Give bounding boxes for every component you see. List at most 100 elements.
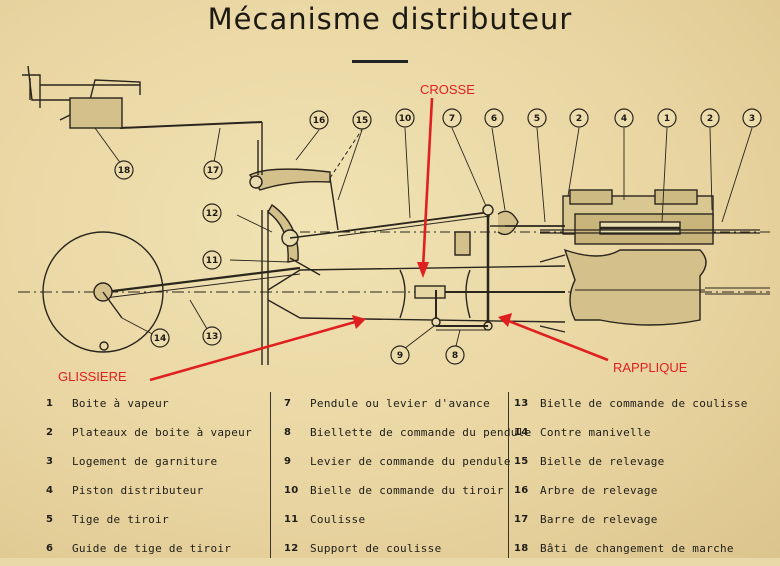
svg-text:11: 11: [206, 256, 219, 266]
crosshead-slide: [299, 254, 566, 333]
legend-text: Tige de tiroir: [72, 513, 169, 526]
svg-text:1: 1: [664, 114, 670, 124]
legend-item: 8 Biellette de commande du pendule: [284, 421, 534, 450]
crosse-label: CROSSE: [420, 82, 475, 97]
legend-text: Contre manivelle: [540, 426, 651, 439]
callout-13: 13: [202, 326, 222, 346]
legend-item: 6 Guide de tige de tiroir: [46, 537, 296, 566]
callout-2: 2: [700, 108, 720, 128]
callout-1: 1: [657, 108, 677, 128]
steam-chest: [540, 189, 770, 326]
svg-text:15: 15: [356, 116, 369, 126]
legend-number: 5: [46, 514, 54, 525]
valve-rod: [337, 211, 491, 233]
callout-14: 14: [150, 328, 170, 348]
legend-number: 7: [284, 398, 292, 409]
svg-text:16: 16: [313, 116, 326, 126]
legend-number: 6: [46, 543, 54, 554]
legend-text: Bielle de relevage: [540, 455, 665, 468]
legend-number: 1: [46, 398, 54, 409]
legend-text: Logement de garniture: [72, 455, 218, 468]
legend-divider-1: [270, 392, 271, 558]
mechanism-linework: [18, 65, 770, 365]
legend-item: 9 Levier de commande du pendule: [284, 450, 534, 479]
svg-text:4: 4: [621, 114, 627, 124]
legend-column-1: 1 Boite à vapeur 2 Plateaux de boite à vap…: [46, 392, 296, 566]
legend-number: 14: [514, 427, 529, 438]
legend-text: Barre de relevage: [540, 513, 658, 526]
legend-number: 4: [46, 485, 54, 496]
legend-text: Plateaux de boite à vapeur: [72, 426, 252, 439]
legend-number: 9: [284, 456, 292, 467]
expansion-link: [267, 203, 339, 276]
legend-item: 18 Bâti de changement de marche: [514, 537, 764, 566]
support-bracket: [261, 210, 269, 365]
glissiere-arrow: [149, 320, 356, 382]
legend-number: 16: [514, 485, 529, 496]
callout-9: 9: [390, 345, 410, 365]
lifting-shaft: [248, 140, 339, 231]
legend-item: 16 Arbre de relevage: [514, 479, 764, 508]
callout-7: 7: [442, 108, 462, 128]
crosse-arrow: [421, 97, 434, 269]
red-annotations: CROSSE GLISSIERE RAPPLIQUE: [58, 82, 688, 384]
legend-text: Levier de commande du pendule: [310, 455, 511, 468]
legend-number: 15: [514, 456, 529, 467]
callout-16: 16: [309, 110, 329, 130]
title-underline: [352, 60, 408, 63]
legend-number: 8: [284, 427, 292, 438]
callout-12: 12: [202, 203, 222, 223]
legend-text: Pendule ou levier d'avance: [310, 397, 490, 410]
eccentric-rod: [104, 266, 301, 294]
callout-5: 5: [527, 108, 547, 128]
legend-text: Bielle de commande du tiroir: [310, 484, 504, 497]
legend-item: 14 Contre manivelle: [514, 421, 764, 450]
svg-text:8: 8: [452, 351, 458, 361]
legend-item: 1 Boite à vapeur: [46, 392, 296, 421]
reversing-frame: [22, 65, 141, 129]
legend-text: Support de coulisse: [310, 542, 442, 555]
callout-18: 18: [114, 160, 134, 180]
svg-text:7: 7: [449, 114, 455, 124]
legend-text: Bâti de changement de marche: [540, 542, 734, 555]
callout-17: 17: [203, 160, 223, 180]
svg-text:14: 14: [154, 334, 167, 344]
svg-text:5: 5: [534, 114, 540, 124]
legend-divider-2: [508, 392, 509, 558]
legend-text: Arbre de relevage: [540, 484, 658, 497]
legend-column-2: 7 Pendule ou levier d'avance 8 Biellette d…: [284, 392, 534, 566]
legend-number: 2: [46, 427, 54, 438]
legend-number: 17: [514, 514, 529, 525]
svg-text:10: 10: [399, 114, 412, 124]
legend-number: 12: [284, 543, 299, 554]
svg-text:17: 17: [207, 166, 220, 176]
legend-text: Bielle de commande de coulisse: [540, 397, 748, 410]
callout-4: 4: [614, 108, 634, 128]
legend-item: 4 Piston distributeur: [46, 479, 296, 508]
legend-text: Guide de tige de tiroir: [72, 542, 232, 555]
legend-item: 5 Tige de tiroir: [46, 508, 296, 537]
legend-column-3: 13 Bielle de commande de coulisse 14 Contr…: [514, 392, 764, 566]
legend-number: 18: [514, 543, 529, 554]
svg-text:2: 2: [707, 114, 713, 124]
legend-text: Piston distributeur: [72, 484, 204, 497]
legend-text: Coulisse: [310, 513, 366, 526]
rapplique-label: RAPPLIQUE: [613, 360, 688, 375]
legend-number: 13: [514, 398, 529, 409]
svg-text:12: 12: [206, 209, 219, 219]
legend-text: Biellette de commande du pendule: [310, 426, 532, 439]
legend-item: 2 Plateaux de boite à vapeur: [46, 421, 296, 450]
svg-text:3: 3: [749, 114, 755, 124]
legend-item: 15 Bielle de relevage: [514, 450, 764, 479]
callout-11: 11: [202, 250, 222, 270]
callout-3: 3: [742, 108, 762, 128]
legend-text: Boite à vapeur: [72, 397, 169, 410]
svg-text:2: 2: [576, 114, 582, 124]
reversing-rod: [119, 121, 263, 129]
glissiere-label: GLISSIERE: [58, 369, 127, 384]
legend-item: 17 Barre de relevage: [514, 508, 764, 537]
callout-leaders: [94, 127, 753, 353]
